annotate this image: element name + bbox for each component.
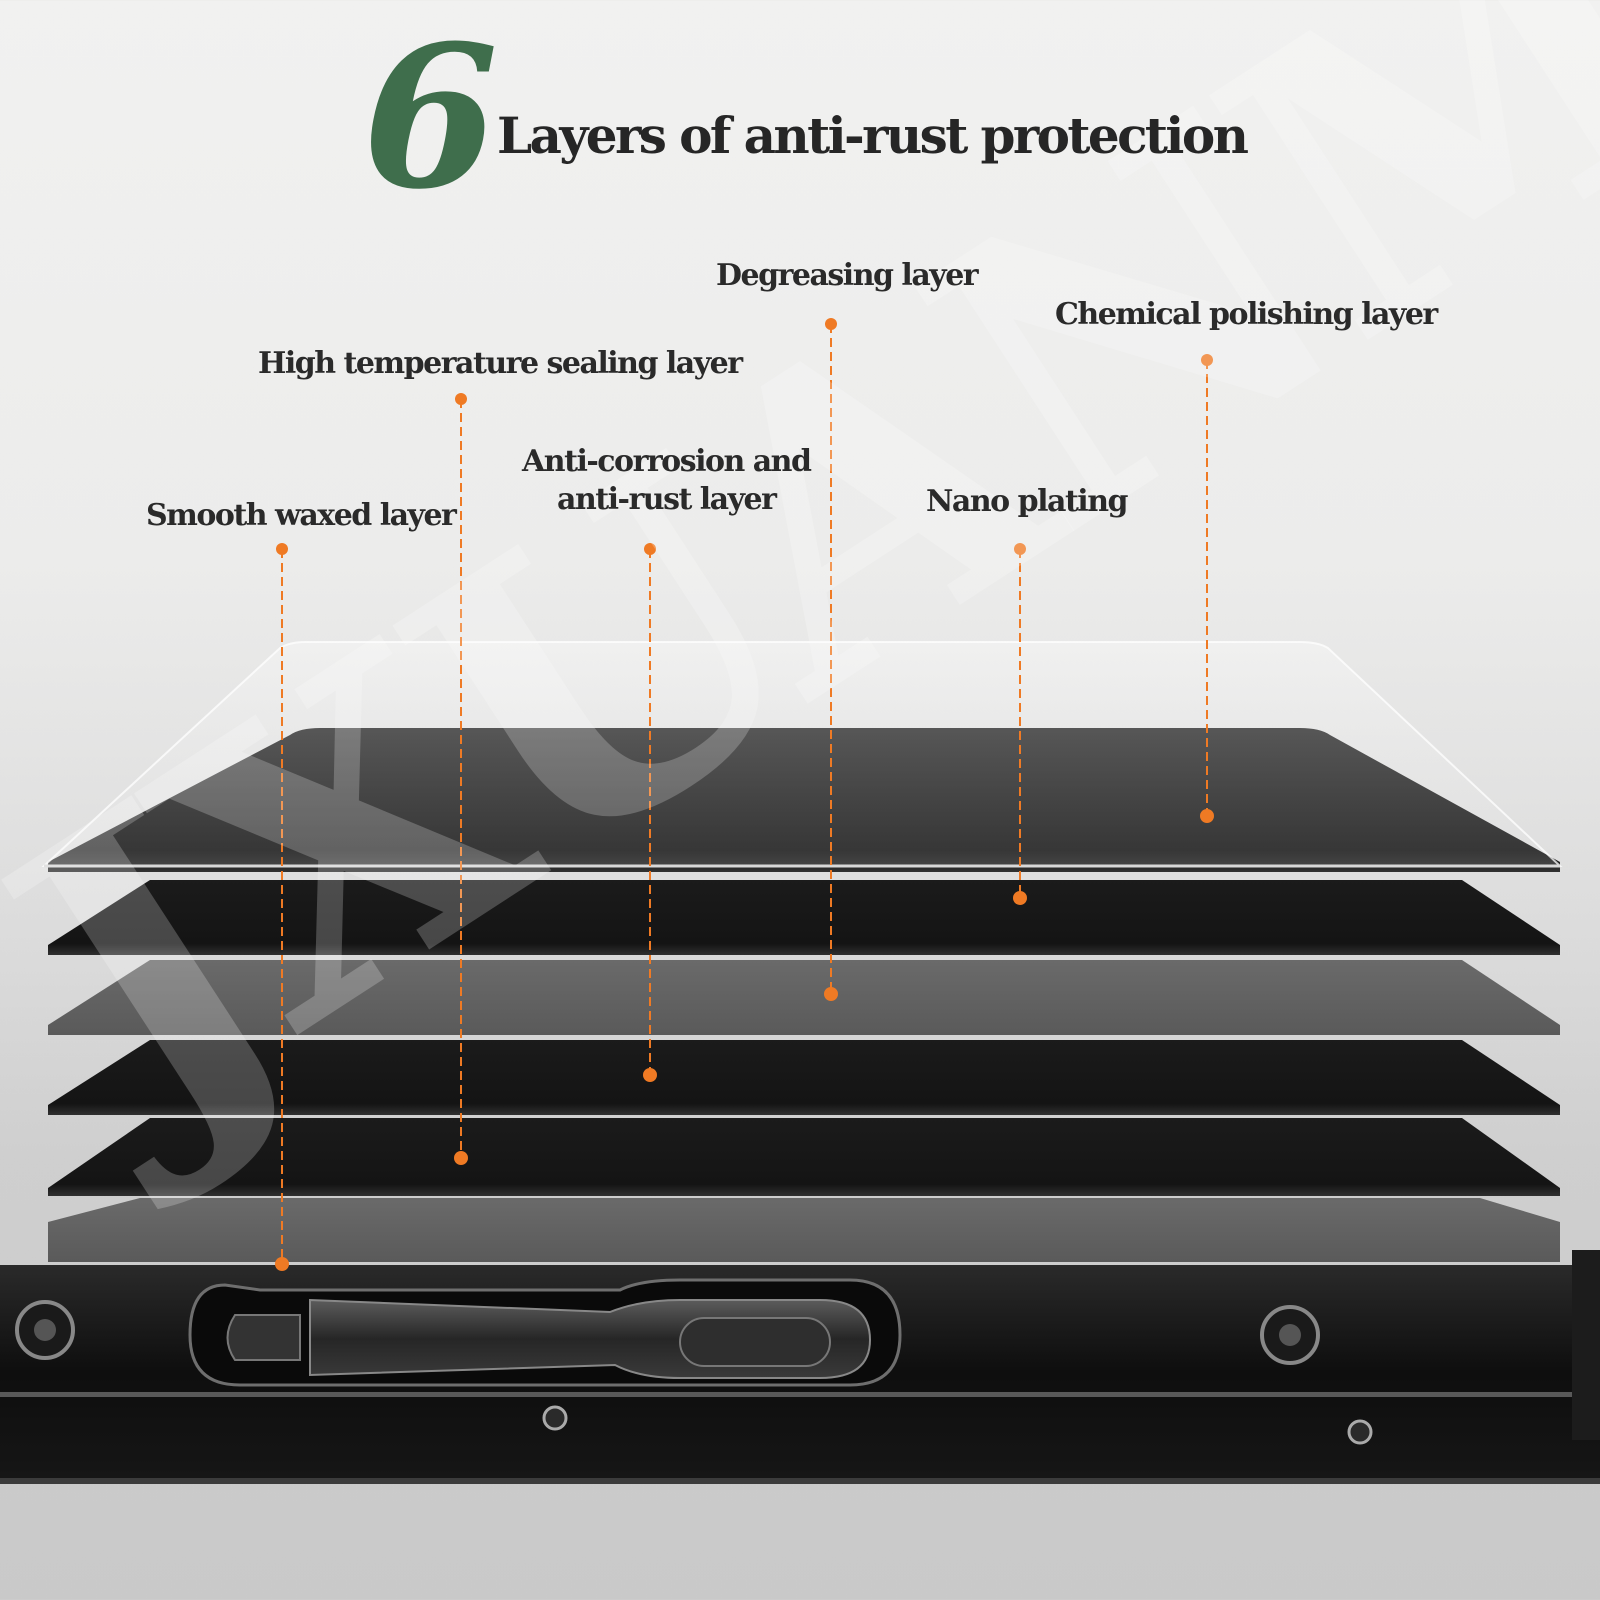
callout-dot-degreasing xyxy=(825,318,837,330)
callout-dots xyxy=(275,318,1214,1271)
layer-degreasing xyxy=(48,960,1560,1035)
layer-smooth-waxed xyxy=(48,1198,1560,1262)
callout-end-high-temp xyxy=(454,1151,468,1165)
label-smooth-waxed: Smooth waxed layer xyxy=(146,498,457,533)
page-title: Layers of anti-rust protection xyxy=(497,106,1249,165)
label-nano-plating: Nano plating xyxy=(926,484,1128,519)
callout-dot-high-temp xyxy=(455,393,467,405)
label-degreasing: Degreasing layer xyxy=(716,258,979,293)
callout-dot-nano-plating xyxy=(1014,543,1026,555)
callout-dot-chemical-polishing xyxy=(1201,354,1213,366)
layer-anti-corrosion xyxy=(48,1040,1560,1115)
callout-end-degreasing xyxy=(824,987,838,1001)
callout-dot-smooth-waxed xyxy=(276,543,288,555)
callout-end-smooth-waxed xyxy=(275,1257,289,1271)
callout-end-nano-plating xyxy=(1013,891,1027,905)
callout-end-anti-corrosion xyxy=(643,1068,657,1082)
label-anti-corrosion-line1: Anti-corrosion and xyxy=(522,444,812,479)
glass-plate xyxy=(41,641,1563,867)
callout-dot-anti-corrosion xyxy=(644,543,656,555)
callout-lines xyxy=(281,324,1208,1264)
title-number: 6 xyxy=(362,3,499,233)
label-chemical-polishing: Chemical polishing layer xyxy=(1055,297,1438,332)
callout-end-chemical-polishing xyxy=(1200,809,1214,823)
label-anti-corrosion-line2: anti-rust layer xyxy=(557,482,777,517)
bolt-bar xyxy=(0,1250,1600,1484)
layer-high-temperature-sealing xyxy=(48,1118,1560,1196)
layer-nano-plating xyxy=(48,880,1560,955)
label-high-temperature-sealing: High temperature sealing layer xyxy=(258,346,743,381)
